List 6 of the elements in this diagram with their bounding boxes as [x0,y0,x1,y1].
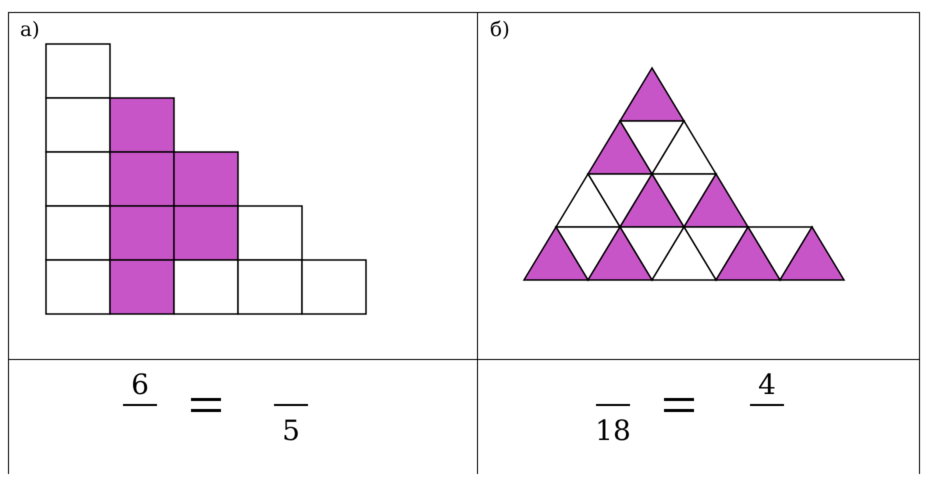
denominator: 5 [281,416,301,446]
panel-label: а) [20,18,40,40]
numerator: 6 [130,370,150,400]
numerator: 4 [757,370,777,400]
denominator: 18 [594,416,632,446]
panel-label: б) [490,18,510,40]
